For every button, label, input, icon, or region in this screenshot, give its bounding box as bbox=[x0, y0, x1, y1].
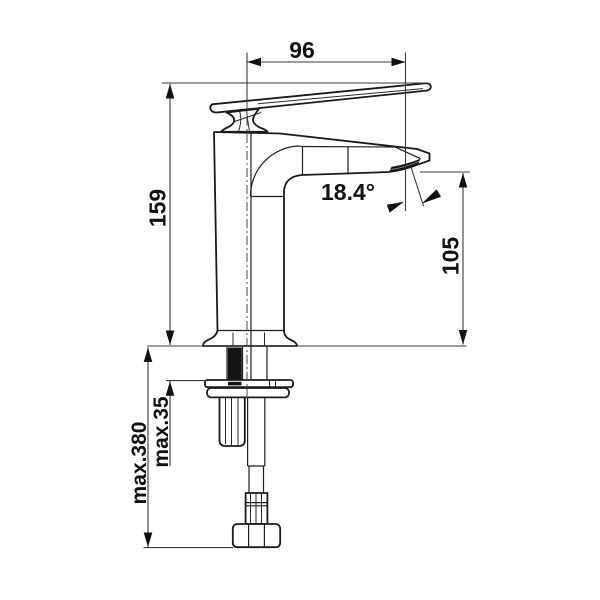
dimension-deck-thickness: max.35 bbox=[150, 381, 175, 468]
dimension-body-height: 159 bbox=[145, 84, 175, 345]
hex-nut bbox=[231, 523, 282, 549]
washer-plate-ticks bbox=[269, 381, 276, 387]
angle-arrow-right bbox=[421, 189, 441, 204]
dimension-outlet-angle: 18.4° bbox=[321, 166, 441, 213]
mounting-shank bbox=[226, 347, 268, 380]
dim-label-install-depth: max.380 bbox=[128, 422, 151, 505]
shank-section-dark bbox=[227, 347, 242, 380]
fixing-stud bbox=[218, 396, 246, 447]
arrow-right bbox=[391, 57, 406, 67]
dim-label-body-height: 159 bbox=[145, 189, 171, 227]
dim-label-deck-thickness: max.35 bbox=[150, 396, 173, 468]
washer-plate-dark-detail bbox=[228, 381, 242, 386]
body-inner-lines bbox=[217, 133, 421, 379]
dim-label-outlet-height: 105 bbox=[438, 237, 464, 276]
cartridge-inner-lines bbox=[234, 109, 262, 132]
dim-label-spout-reach: 96 bbox=[289, 37, 315, 63]
angle-arrow-left bbox=[386, 201, 404, 213]
arrow-left bbox=[247, 57, 261, 67]
supply-hose bbox=[244, 397, 269, 525]
aerator-stripe bbox=[390, 161, 420, 170]
lever-crease-line bbox=[257, 88, 424, 105]
washer-plate-thin bbox=[204, 379, 294, 389]
dim-label-outlet-angle: 18.4° bbox=[321, 179, 375, 205]
dimension-outlet-height: 105 bbox=[420, 171, 470, 345]
mounting-nut-plate bbox=[206, 387, 290, 399]
fixing-stud-ribs bbox=[225, 397, 239, 446]
dimension-spout-reach: 96 bbox=[246, 37, 407, 211]
faucet bbox=[202, 82, 432, 549]
dimensions: 96 159 105 18.4° max.35 bbox=[128, 37, 470, 549]
hex-nut-facets bbox=[248, 524, 265, 547]
faucet-body bbox=[202, 131, 431, 347]
cartridge-joint bbox=[220, 107, 269, 133]
dimension-install-depth: max.380 bbox=[128, 347, 153, 547]
